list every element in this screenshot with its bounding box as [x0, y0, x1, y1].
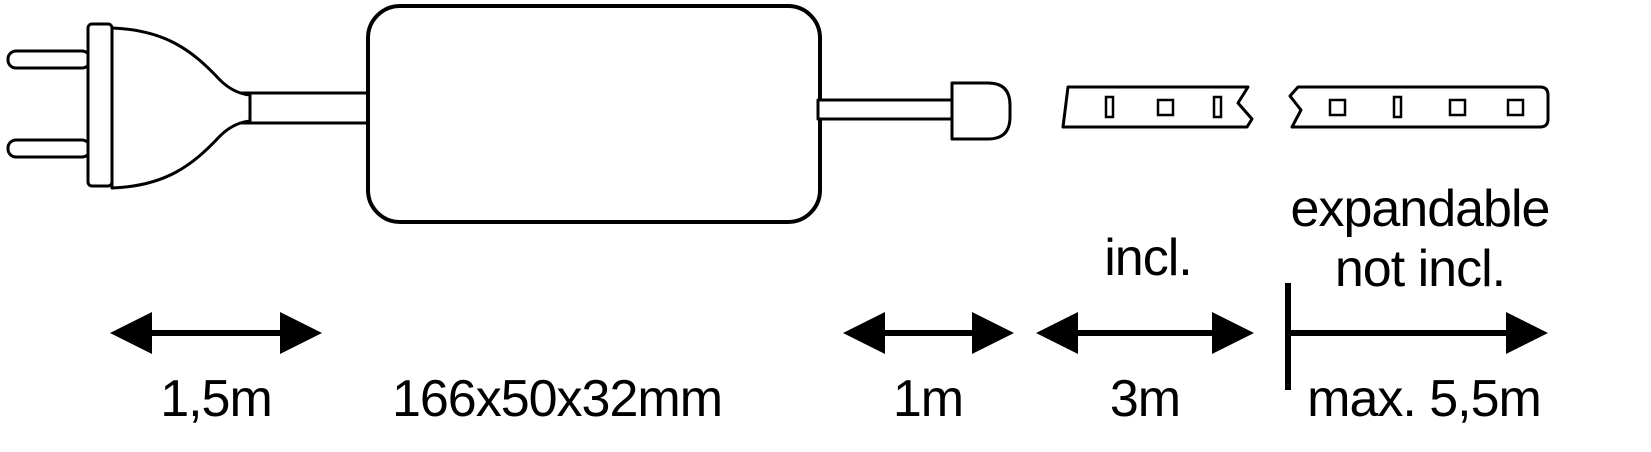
plug-prong-bottom — [6, 138, 92, 159]
led-chip — [1392, 95, 1403, 119]
arrow-right-head-icon — [280, 312, 322, 354]
led-chip — [1328, 98, 1347, 117]
arrow-left-head-icon — [1036, 312, 1078, 354]
output-cable-and-connector — [816, 81, 1012, 141]
dimension-arrow-max-length — [1285, 283, 1548, 390]
power-supply-outline — [366, 4, 822, 224]
output-cable — [816, 98, 956, 121]
plug-prong-top — [6, 49, 92, 70]
led-chip — [1212, 95, 1223, 119]
arrow-right-head-icon — [972, 312, 1014, 354]
label-plug-cable-length: 1,5m — [160, 370, 272, 428]
arrow-left-head-icon — [110, 312, 152, 354]
label-power-supply-size: 166x50x32mm — [392, 370, 722, 428]
arrow-right-head-icon — [1212, 312, 1254, 354]
label-expandable-line1: expandable — [1291, 180, 1550, 238]
dimension-arrow-output-cable — [843, 312, 1014, 354]
led-chip — [1506, 98, 1525, 117]
power-supply-box — [366, 4, 822, 224]
led-chip — [1156, 98, 1175, 117]
label-max-strip-length: max. 5,5m — [1307, 370, 1541, 428]
label-included: incl. — [1104, 229, 1191, 287]
dimension-arrow-included-strip — [1036, 312, 1254, 354]
arrow-left-head-icon — [843, 312, 885, 354]
strip-connector — [950, 81, 1012, 141]
label-output-cable-length: 1m — [893, 370, 963, 428]
led-chip — [1448, 98, 1467, 117]
led-chip — [1104, 95, 1115, 119]
dimension-arrow-plug-cable — [110, 312, 322, 354]
arrow-right-head-icon — [1506, 312, 1548, 354]
plug-face — [86, 22, 114, 188]
plug-cable — [238, 91, 382, 125]
plug-body — [110, 26, 252, 190]
power-plug-icon — [6, 22, 382, 190]
label-expandable-line2: not incl. — [1335, 240, 1505, 298]
led-strip-expandable-outline — [1288, 85, 1550, 129]
led-strip-included — [1061, 85, 1254, 129]
label-included-strip-length: 3m — [1110, 370, 1180, 428]
led-strip-expandable — [1288, 85, 1550, 129]
